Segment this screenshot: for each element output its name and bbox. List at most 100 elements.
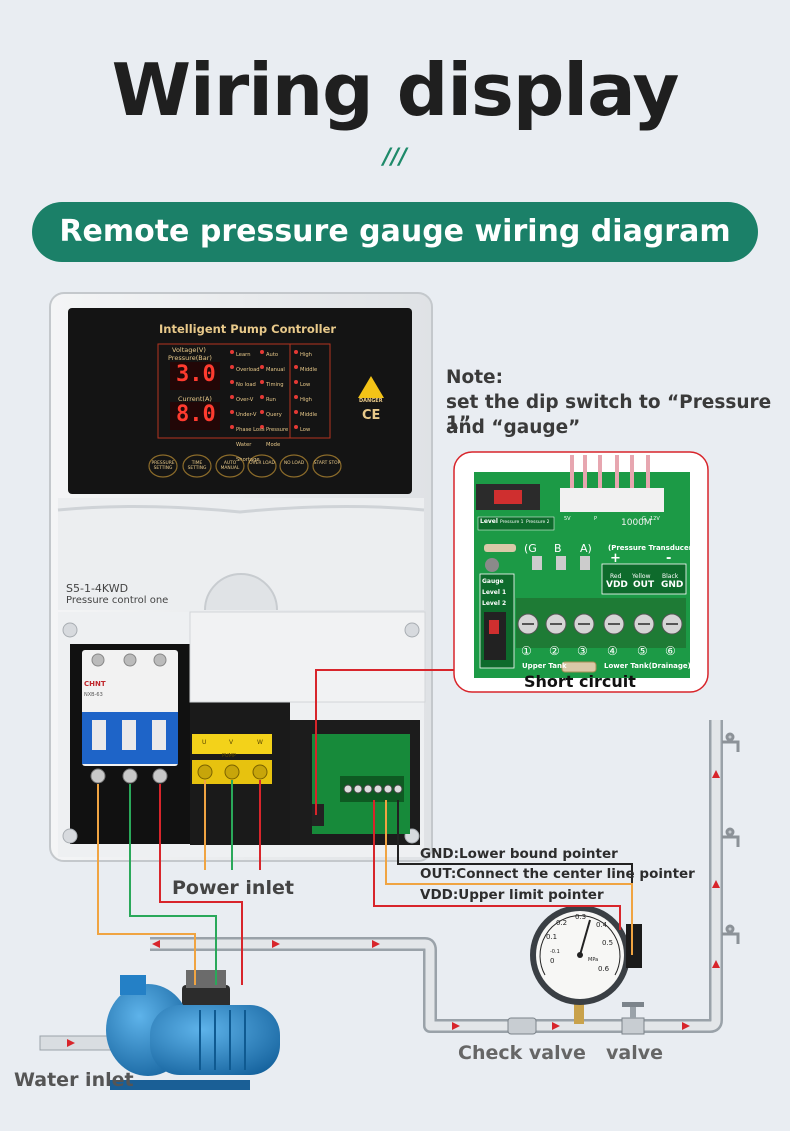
valve-icon — [621, 1002, 645, 1035]
breaker-model: NXB-63 — [84, 692, 103, 698]
control-button-row: PRESSURE SETTING TIME SETTING AUTO MANUA… — [149, 461, 341, 473]
dip-level-2: Level 2 — [482, 600, 507, 607]
gauge-tick-0-5: 0.5 — [602, 939, 614, 947]
dip-pressure-1: Pressure 1 — [500, 520, 524, 525]
dip-level-1: Level 1 — [482, 589, 507, 596]
pin-a-label: A) — [580, 542, 592, 555]
plus-sign: + — [610, 551, 621, 566]
out-label: OUT:Connect the center line pointer — [420, 866, 695, 882]
gauge-tick-0-3: 0.3 — [575, 913, 587, 921]
transducer-label: (Pressure Transducer) — [608, 544, 696, 552]
indicator-phase-loss: Phase Loss — [236, 427, 265, 433]
dip-side-labels: Gauge Level 1 Level 2 — [482, 576, 512, 609]
vdd-terminal: VDD — [606, 580, 628, 590]
gauge-scale: 0 0.1 0.2 0.3 0.4 0.5 0.6 -0.1 MPa — [530, 905, 630, 1005]
voltage-readout: 3.0 — [176, 362, 216, 387]
panel-title: Intelligent Pump Controller — [159, 322, 337, 336]
terminal-number-3: ③ — [577, 644, 588, 658]
indicator-water-shortage: Water Shortage — [236, 442, 260, 463]
wire-black-label: Black — [662, 573, 679, 580]
level-high-2: High — [300, 397, 312, 403]
level-middle-1: Middle — [300, 367, 318, 373]
power-inlet-label: Power inlet — [172, 877, 294, 899]
check-valve-label: Check valve — [458, 1042, 586, 1064]
wire-red-label: Red — [610, 573, 622, 580]
gauge-tick-0-1: 0.1 — [546, 933, 558, 941]
danger-label: DANGER — [359, 398, 383, 404]
pressure-setting-button[interactable]: PRESSURE SETTING — [151, 461, 175, 471]
note-line-gauge: and “gauge” — [446, 417, 581, 438]
gauge-tick-minus: -0.1 — [550, 949, 560, 955]
gnd-terminal: GND — [661, 580, 684, 590]
circuit-breaker — [82, 650, 178, 784]
model-description: Pressure control one — [66, 595, 169, 606]
pin-p: P — [594, 516, 598, 522]
terminal-number-1: ① — [521, 644, 532, 658]
dip-gauge: Gauge — [482, 578, 504, 585]
indicator-overload: Overload — [236, 367, 260, 373]
level-indicators: High Middle Low High Middle Low — [300, 348, 317, 438]
current-readout: 8.0 — [176, 402, 216, 427]
level-low-2: Low — [300, 427, 311, 433]
indicator-no-load: No load — [236, 382, 256, 388]
check-valve-icon — [507, 1017, 537, 1035]
indicator-run: Run — [266, 397, 276, 403]
pin-g: G — [642, 516, 646, 522]
terminal-number-5: ⑤ — [637, 644, 648, 658]
indicator-list-right: Auto Manual Timing Run Query Pressure Mo… — [266, 348, 290, 453]
breaker-brand: CHNT — [84, 680, 106, 688]
gauge-tick-0: 0 — [550, 957, 555, 965]
model-number: S5-1-4KWD — [66, 582, 129, 595]
upper-tank-label: Upper Tank — [522, 662, 567, 670]
danger-icon — [358, 376, 384, 398]
terminal-v: V — [229, 739, 234, 746]
voltage-label: Voltage(V) — [172, 346, 206, 354]
level-low-1: Low — [300, 382, 311, 388]
terminal-w: W — [257, 739, 263, 746]
terminal-number-4: ④ — [607, 644, 618, 658]
note-line-dip: set the dip switch to “Pressure 1” — [446, 392, 772, 434]
current-label: Current(A) — [178, 395, 212, 403]
overload-button[interactable]: OVER LOAD — [249, 461, 275, 466]
time-setting-button[interactable]: TIME SETTING — [187, 461, 207, 471]
auto-manual-button[interactable]: AUTO MANUAL — [220, 461, 240, 471]
gauge-tick-0-2: 0.2 — [556, 919, 568, 927]
level-middle-2: Middle — [300, 412, 318, 418]
indicator-learn: Learn — [236, 352, 251, 358]
title-decoration: /// — [382, 145, 408, 170]
board-1000m-label: 1000M — [621, 518, 652, 528]
indicator-pressure-mode: Pressure Mode — [266, 427, 289, 448]
pin-b-label: B — [554, 542, 562, 555]
indicator-manual: Manual — [266, 367, 285, 373]
pin-g-label: (G — [524, 542, 537, 555]
breaker-cavity — [70, 644, 190, 844]
start-stop-button[interactable]: START STOP — [313, 461, 341, 466]
page-title: Wiring display — [111, 48, 680, 132]
indicator-over-under-v: Over-V Under-V — [236, 397, 257, 418]
lower-tank-label: Lower Tank(Drainage) — [604, 662, 691, 670]
indicator-timing: Timing — [266, 382, 284, 388]
terminal-pump-label: PUMP — [222, 753, 237, 759]
pin-12v: 12V — [650, 516, 660, 522]
no-load-button[interactable]: NO LOAD — [283, 461, 305, 466]
wire-yellow-label: Yellow — [632, 573, 651, 580]
diagram-banner: Remote pressure gauge wiring diagram — [32, 202, 758, 262]
pin-5v: 5V — [564, 516, 571, 522]
dip-pressure-2: Pressure 2 — [526, 520, 550, 525]
minus-sign: - — [666, 551, 672, 566]
terminal-number-6: ⑥ — [665, 644, 676, 658]
valve-label: valve — [606, 1042, 663, 1064]
gnd-label: GND:Lower bound pointer — [420, 846, 618, 862]
pressure-label: Pressure(Bar) — [168, 354, 212, 362]
short-circuit-label: Short circuit — [524, 672, 636, 691]
gauge-tick-0-4: 0.4 — [596, 921, 608, 929]
pipe-system — [39, 720, 740, 1051]
gauge-tick-0-6: 0.6 — [598, 965, 610, 973]
controller-board-small — [312, 734, 410, 834]
indicator-list-left: Learn Overload No load Over-V Under-V Ph… — [236, 348, 266, 468]
ce-mark: CE — [362, 408, 381, 423]
terminal-u: U — [202, 739, 207, 746]
board-level-label: Level — [480, 518, 498, 525]
terminal-number-2: ② — [549, 644, 560, 658]
note-heading: Note: — [446, 367, 503, 388]
